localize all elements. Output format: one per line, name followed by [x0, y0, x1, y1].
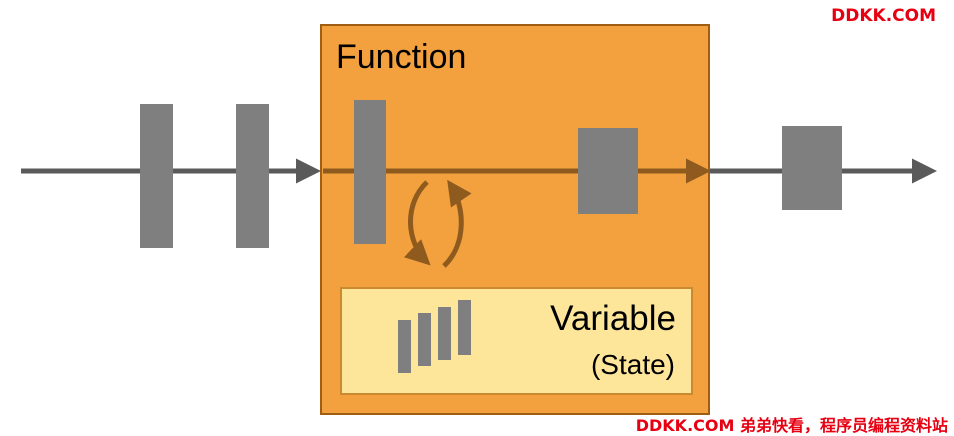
inner-square-block — [578, 128, 638, 214]
variable-subtitle: (State) — [590, 349, 675, 380]
watermark-top: DDKK.COM — [831, 6, 936, 26]
left-block-2 — [236, 104, 269, 248]
variable-title: Variable — [550, 299, 676, 338]
inner-tall-block — [354, 100, 386, 244]
function-title: Function — [336, 38, 467, 76]
cycle-arrow-down-icon — [403, 180, 431, 266]
cycle-arrow-up-icon — [442, 179, 472, 268]
watermark-bottom: DDKK.COM 弟弟快看，程序员编程资料站 — [635, 416, 948, 435]
left-block-1 — [140, 104, 173, 248]
state-bars-icon — [398, 300, 471, 373]
right-block — [782, 126, 842, 210]
